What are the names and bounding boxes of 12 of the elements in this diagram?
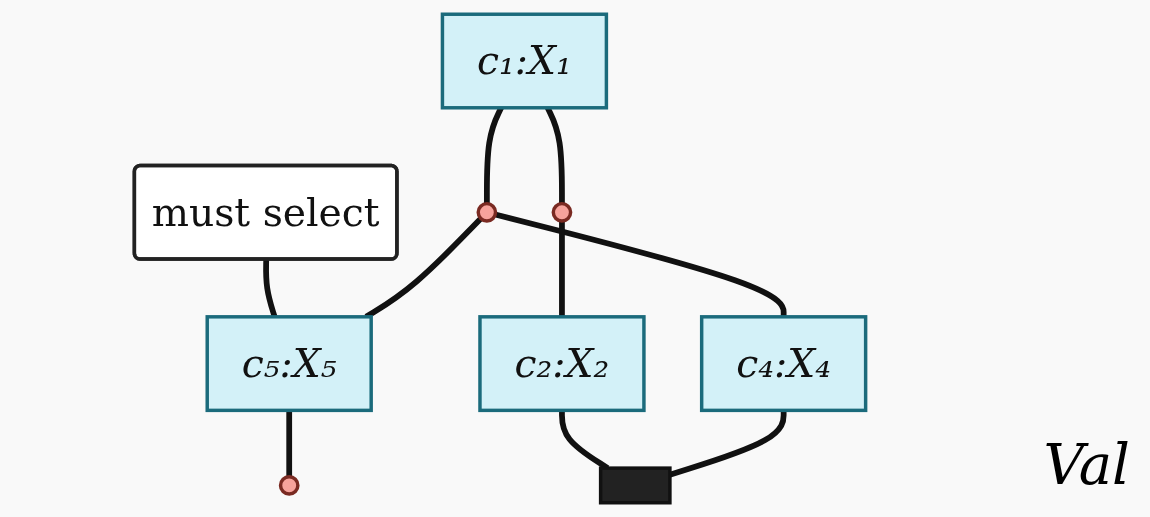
node-circle (476, 201, 498, 223)
partial-text: Val (1043, 432, 1130, 497)
node-box: c₅:X₅ (205, 315, 373, 413)
connector (286, 410, 293, 477)
node-circle (551, 201, 573, 223)
connector (559, 220, 565, 317)
node-box: c₁:X₁ (440, 12, 609, 110)
node-box: c₂:X₂ (478, 315, 646, 413)
node-box: c₄:X₄ (699, 315, 868, 413)
node-circle (278, 475, 300, 496)
node-bar (598, 466, 672, 505)
connector (494, 211, 787, 317)
